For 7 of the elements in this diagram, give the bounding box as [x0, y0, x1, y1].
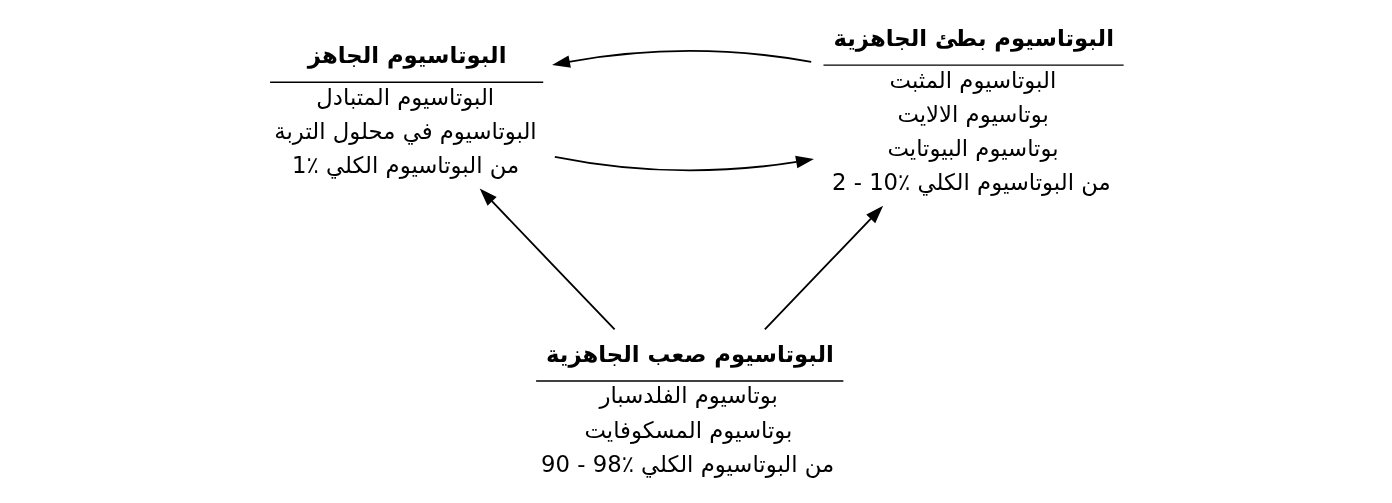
node-text: البوتاسيوم الجاهز البوتاسيوم المتبادل البوتاسيوم في محلول التربة 1٪ من البوتاسيوم الكلي	[273, 42, 537, 178]
arrow	[479, 188, 616, 331]
node-text: البوتاسيوم بطئ الجاهزية البوتاسيوم المثبت بوتاسيوم الالايت بوتاسيوم البيوتايت 2 - 10٪ من البوتاسيوم الكلي	[831, 25, 1114, 196]
node-text: البوتاسيوم صعب الجاهزية بوتاسيوم الفلدسبار بوتاسيوم المسكوفايت 90 - 98٪ من البوتاسيوم الكلي	[540, 341, 834, 477]
arrow	[551, 50, 812, 68]
arrow	[763, 205, 883, 331]
arrow	[553, 155, 814, 172]
